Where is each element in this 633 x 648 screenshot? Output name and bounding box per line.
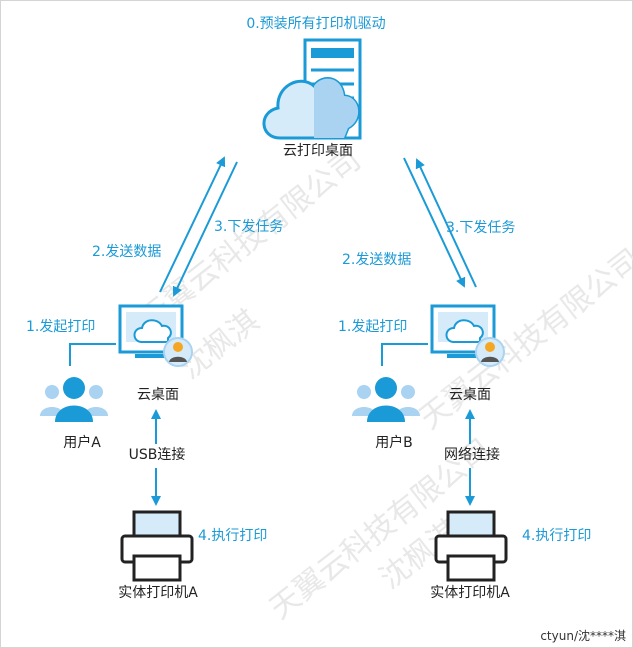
right-printer-icon [434, 510, 508, 582]
arrow-send-left [172, 161, 238, 297]
left-connection-label: USB连接 [129, 446, 186, 463]
left-user-icon [40, 377, 108, 422]
right-printer-label: 实体打印机A [430, 584, 510, 601]
credit-text: ctyun/沈****淇 [540, 628, 626, 643]
left-printer-label: 实体打印机A [118, 584, 198, 601]
right-user-icon [352, 377, 420, 422]
arrow-send-right [415, 158, 477, 288]
cloud-print-desktop-label: 云打印桌面 [283, 142, 353, 159]
right-send-label: 2.发送数据 [342, 252, 411, 268]
left-send-label: 2.发送数据 [92, 244, 161, 260]
right-execute-label: 4.执行打印 [522, 527, 591, 544]
left-dispatch-label: 3.下发任务 [214, 219, 283, 235]
arrow-dispatch-left [159, 156, 226, 293]
left-desktop-label: 云桌面 [137, 387, 179, 403]
left-user-label: 用户A [63, 434, 101, 451]
left-user-connector [69, 343, 116, 366]
preinstall-label: 0.预装所有打印机驱动 [246, 15, 385, 32]
right-user-label: 用户B [375, 434, 413, 451]
right-start-print-label: 1.发起打印 [338, 318, 407, 335]
right-connection-label: 网络连接 [444, 446, 500, 463]
left-execute-label: 4.执行打印 [198, 527, 267, 544]
right-dispatch-label: 3.下发任务 [446, 220, 515, 236]
cloud-server-icon [262, 38, 362, 140]
left-desktop-icon [118, 304, 193, 367]
right-user-connector [381, 343, 428, 366]
right-desktop-icon [430, 304, 505, 367]
arrow-dispatch-right [403, 157, 466, 288]
right-desktop-label: 云桌面 [449, 387, 491, 403]
left-start-print-label: 1.发起打印 [26, 318, 95, 335]
left-printer-icon [120, 510, 194, 582]
